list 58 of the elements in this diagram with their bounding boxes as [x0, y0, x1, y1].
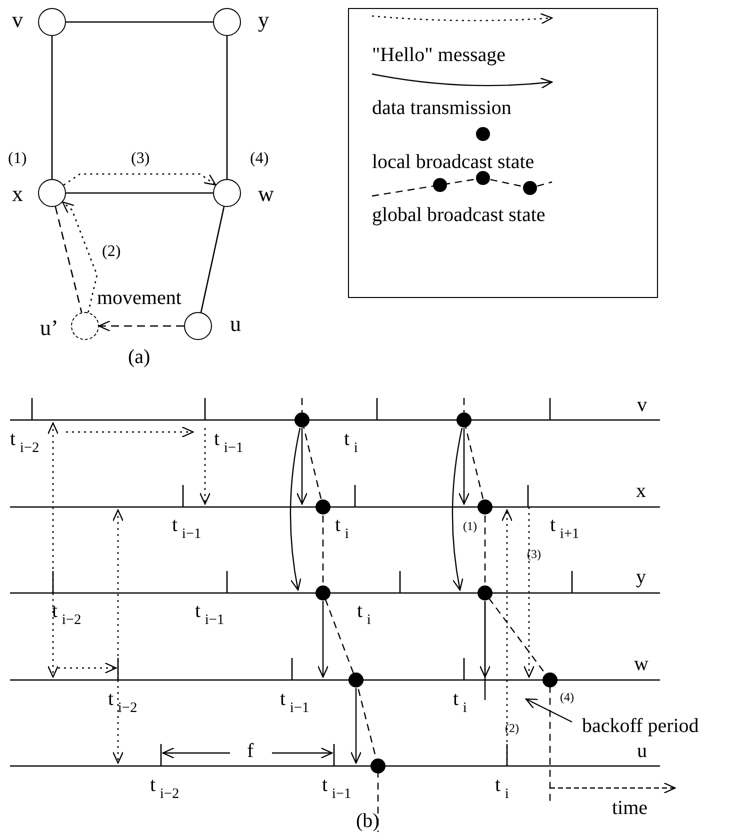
node-circle — [184, 312, 212, 340]
time-tick-label: t$_{i}$ — [335, 514, 349, 544]
timeline-name: u — [637, 740, 647, 762]
time-tick-label: t$_{i−1}$ — [172, 514, 202, 544]
time-tick-label: t$_{i−2}$ — [52, 600, 82, 630]
timeline-name: y — [636, 566, 646, 588]
node-name: u’ — [40, 316, 58, 340]
time-tick-label: t$_{i+1}$ — [550, 514, 580, 544]
step-number: (1) — [8, 150, 27, 168]
axis-label: time — [612, 797, 648, 819]
node-circle — [213, 179, 241, 207]
legend-text: data transmission — [372, 97, 512, 119]
arrow — [63, 173, 216, 186]
link-line — [66, 21, 213, 23]
time-tick-label: t$_{i−1}$ — [214, 428, 244, 458]
legend-text: "Hello" message — [372, 44, 506, 66]
time-tick-label: t$_{i−2}$ — [10, 428, 40, 458]
node-name: u — [230, 312, 241, 336]
edge-label: (2) — [101, 243, 122, 261]
step-number: (1) — [463, 520, 477, 534]
step-number: (4) — [560, 691, 574, 704]
annotation: backoff period — [582, 715, 699, 737]
time-tick-label: t$_{i}$ — [344, 428, 358, 458]
timeline-name: w — [634, 653, 648, 675]
dashed-link — [54, 206, 82, 313]
node-name: y — [258, 8, 269, 32]
time-tick-label: t$_{i−1}$ — [322, 774, 352, 804]
timeline-name: x — [636, 480, 646, 502]
time-tick-label: t$_{i−2}$ — [150, 774, 180, 804]
time-tick-label: t$_{i−2}$ — [108, 688, 138, 718]
period-label: f — [247, 740, 254, 762]
moved-node-circle — [71, 312, 99, 340]
time-tick-label: t$_{i}$ — [357, 600, 371, 630]
panel-label: (a) — [128, 346, 150, 368]
link-line — [200, 206, 225, 312]
link-line — [66, 192, 213, 194]
time-tick-label: t$_{i}$ — [453, 688, 467, 718]
node-name: x — [12, 182, 23, 206]
edge-label: (3) — [130, 150, 151, 168]
arrow — [98, 320, 184, 332]
step-number: (3) — [527, 548, 541, 562]
time-tick-label: t$_{i−1}$ — [280, 688, 310, 718]
step-number: (4) — [250, 150, 269, 168]
node-circle — [38, 8, 66, 36]
node-circle — [38, 179, 66, 207]
legend-text: local broadcast state — [372, 151, 534, 173]
node-name: w — [258, 182, 274, 206]
link-line — [51, 36, 53, 179]
arrow — [62, 202, 98, 313]
node-name: v — [12, 8, 23, 32]
node-circle — [213, 8, 241, 36]
step-number: (2) — [505, 722, 519, 736]
legend-text: global broadcast state — [372, 204, 546, 226]
time-tick-label: t$_{i−1}$ — [195, 600, 224, 630]
timeline-name: v — [637, 394, 647, 416]
annotation: movement — [97, 287, 182, 309]
link-line — [226, 36, 228, 179]
time-tick-label: t$_{i}$ — [495, 774, 509, 804]
